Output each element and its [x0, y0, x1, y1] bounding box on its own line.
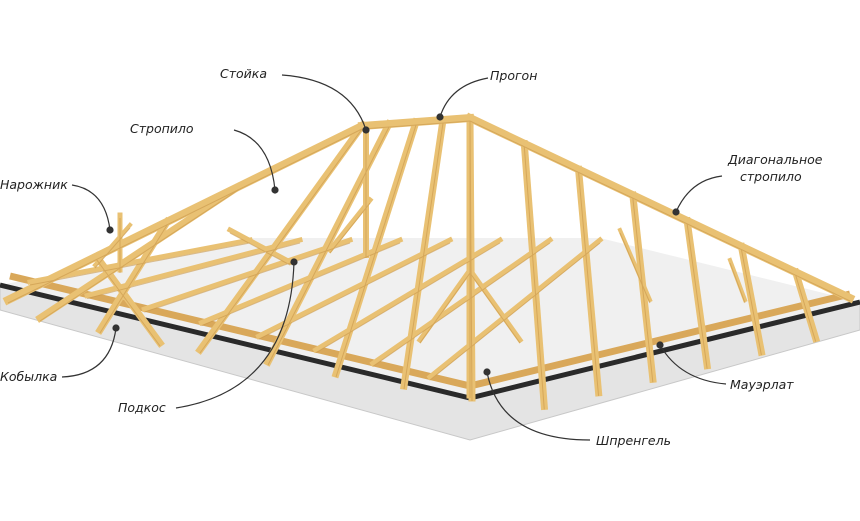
jack-rafter-left: [91, 251, 165, 348]
jack-rafter-right-edge: [523, 146, 545, 410]
ceiling-joist-edge: [372, 242, 551, 367]
jack-rafter-left: [95, 216, 173, 335]
ceiling-joist-edge: [201, 242, 401, 327]
ceiling-joist: [369, 236, 554, 367]
label-stropilo: Стропило: [130, 121, 194, 136]
strut-edge: [619, 232, 651, 304]
ceiling-joist: [426, 236, 604, 381]
strut-edge: [729, 262, 746, 304]
ceiling-joist-edge: [29, 242, 251, 286]
jack-rafter-left-edge: [39, 189, 239, 322]
common-rafter-edge: [267, 126, 390, 366]
common-rafter-edge: [403, 122, 444, 390]
jack-rafter-left-edge: [99, 224, 168, 334]
common-rafter-edge: [199, 128, 363, 354]
label-shprengel: Шпренгель: [596, 433, 671, 448]
hip-rafter-left: [2, 120, 368, 306]
label-diagonal-line2: стропило: [740, 169, 802, 184]
ceiling-joist: [141, 236, 354, 313]
label-podkos: Подкос: [118, 400, 166, 415]
jack-rafter-right-edge: [740, 249, 762, 356]
common-rafter-edge: [335, 124, 417, 378]
label-narozhnik: Нарожник: [0, 177, 68, 192]
label-kobylka: Кобылка: [0, 369, 58, 384]
leader-lines: [61, 74, 727, 441]
jack-rafter-left-edge: [96, 259, 161, 347]
hip-rafter-right: [464, 112, 856, 304]
ceiling-joist-edge: [429, 242, 601, 381]
jack-rafter-right-edge: [578, 172, 600, 396]
label-mauerlat: Мауэрлат: [730, 377, 794, 392]
jack-rafter-right-edge: [632, 198, 654, 383]
ceiling-joist-edge: [87, 242, 301, 300]
common-rafter: [331, 117, 421, 379]
ceiling-joist-edge: [315, 242, 501, 354]
strut: [92, 222, 133, 268]
jack-rafter-right: [791, 267, 821, 343]
ceiling-joist-edge: [258, 242, 451, 340]
strut-edge: [419, 272, 471, 344]
strut-edge: [329, 202, 371, 254]
strut: [466, 266, 524, 344]
strut: [727, 257, 748, 303]
strut-edge: [94, 227, 131, 269]
jack-rafter-left: [35, 182, 243, 323]
jack-rafter-right-edge: [686, 223, 708, 369]
strut-edge: [229, 232, 291, 266]
strut-edge: [469, 272, 521, 344]
strut: [226, 226, 294, 266]
hip-rafter-left-edge: [7, 128, 363, 304]
hip-rafter-right-edge: [469, 120, 851, 302]
ceiling-joist-edge: [144, 242, 351, 313]
label-diagonal-line1: Диагональное: [728, 152, 823, 167]
jack-rafter-right: [737, 242, 766, 357]
label-progon: Прогон: [490, 68, 538, 83]
strut: [326, 196, 374, 254]
strut: [617, 227, 653, 303]
jack-rafter-right-edge: [795, 275, 817, 342]
common-rafter: [195, 121, 367, 355]
label-stoika: Стойка: [220, 66, 267, 81]
